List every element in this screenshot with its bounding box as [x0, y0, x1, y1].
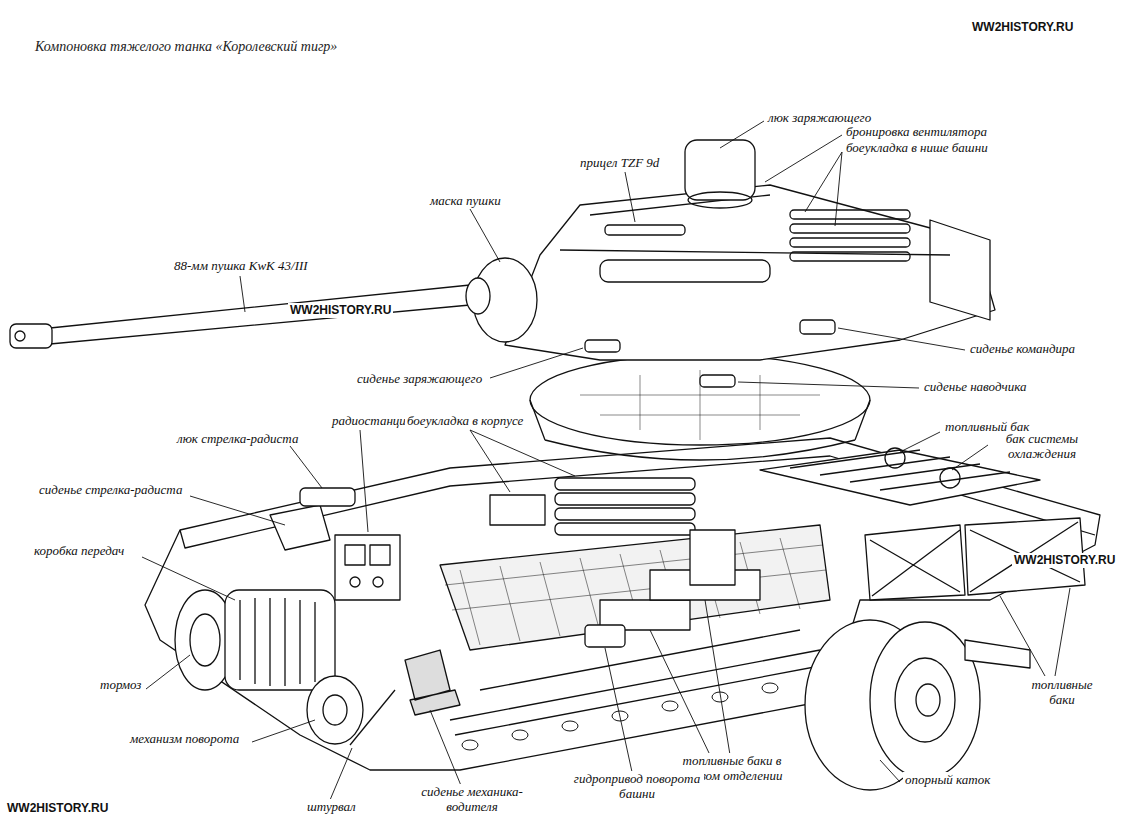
part-label: коробка передач — [32, 543, 126, 558]
gunner-seat — [700, 375, 735, 387]
loader-seat — [585, 340, 620, 352]
leader-lines — [142, 121, 1070, 800]
driver-seat — [405, 650, 460, 715]
steering-unit — [307, 676, 363, 744]
part-label: маска пушки — [428, 193, 503, 208]
part-label: топливные баки — [1020, 677, 1104, 707]
part-label: сиденье заряжающего — [355, 371, 484, 386]
part-label: бак системы охлаждения — [990, 431, 1094, 461]
radio-seat — [270, 505, 330, 550]
turret-ring-mesh — [580, 370, 820, 440]
watermark: WW2HISTORY.RU — [970, 20, 1075, 35]
part-label: сиденье наводчика — [922, 379, 1028, 394]
fighting-floor — [440, 525, 830, 650]
radio — [335, 535, 400, 600]
watermark: WW2HISTORY.RU — [288, 303, 393, 318]
part-label: гидропривод поворота башни — [570, 771, 704, 801]
part-label: радиостанция — [330, 413, 414, 428]
hull-ammo — [490, 478, 695, 535]
part-label: сиденье командира — [968, 341, 1077, 356]
loader-hatch — [685, 140, 755, 200]
part-label: боеукладка в корпусе — [405, 413, 525, 428]
bustle-ammo — [790, 210, 910, 261]
part-label: штурвал — [305, 799, 358, 814]
gunsight — [605, 225, 685, 235]
diagram-title: Компоновка тяжелого танка «Королевский т… — [35, 39, 337, 55]
sprocket-hub — [965, 640, 1030, 668]
turret-bustle — [930, 220, 990, 320]
part-label: люк заряжающего — [766, 110, 873, 125]
floor-beams — [450, 630, 825, 735]
gearbox — [225, 590, 335, 690]
turret — [505, 185, 995, 360]
muzzle-brake — [10, 324, 52, 348]
floor-mesh — [445, 538, 826, 645]
turret-basket — [530, 355, 870, 445]
rear-fuel-tank — [865, 525, 965, 600]
radio-hatch — [300, 488, 355, 506]
part-label: 88-мм пушка KwK 43/III — [172, 258, 310, 273]
part-label: люк стрелка-радиста — [175, 431, 300, 446]
watermark: WW2HISTORY.RU — [1012, 553, 1117, 568]
part-label: тормоз — [98, 677, 143, 692]
gun-barrel — [50, 285, 470, 344]
part-label: бронировка вентилятора — [844, 124, 989, 139]
commander-seat — [800, 320, 835, 334]
part-label: механизм поворота — [128, 731, 241, 746]
turret-drive — [585, 625, 625, 647]
watermark: WW2HISTORY.RU — [5, 801, 110, 816]
part-label: боеукладка в нише башни — [844, 140, 990, 155]
part-label: опорный каток — [903, 772, 992, 787]
part-label: сиденье механика-водителя — [400, 784, 544, 814]
part-label: прицел TZF 9d — [578, 155, 661, 170]
part-label: сиденье стрелка-радиста — [37, 482, 184, 497]
